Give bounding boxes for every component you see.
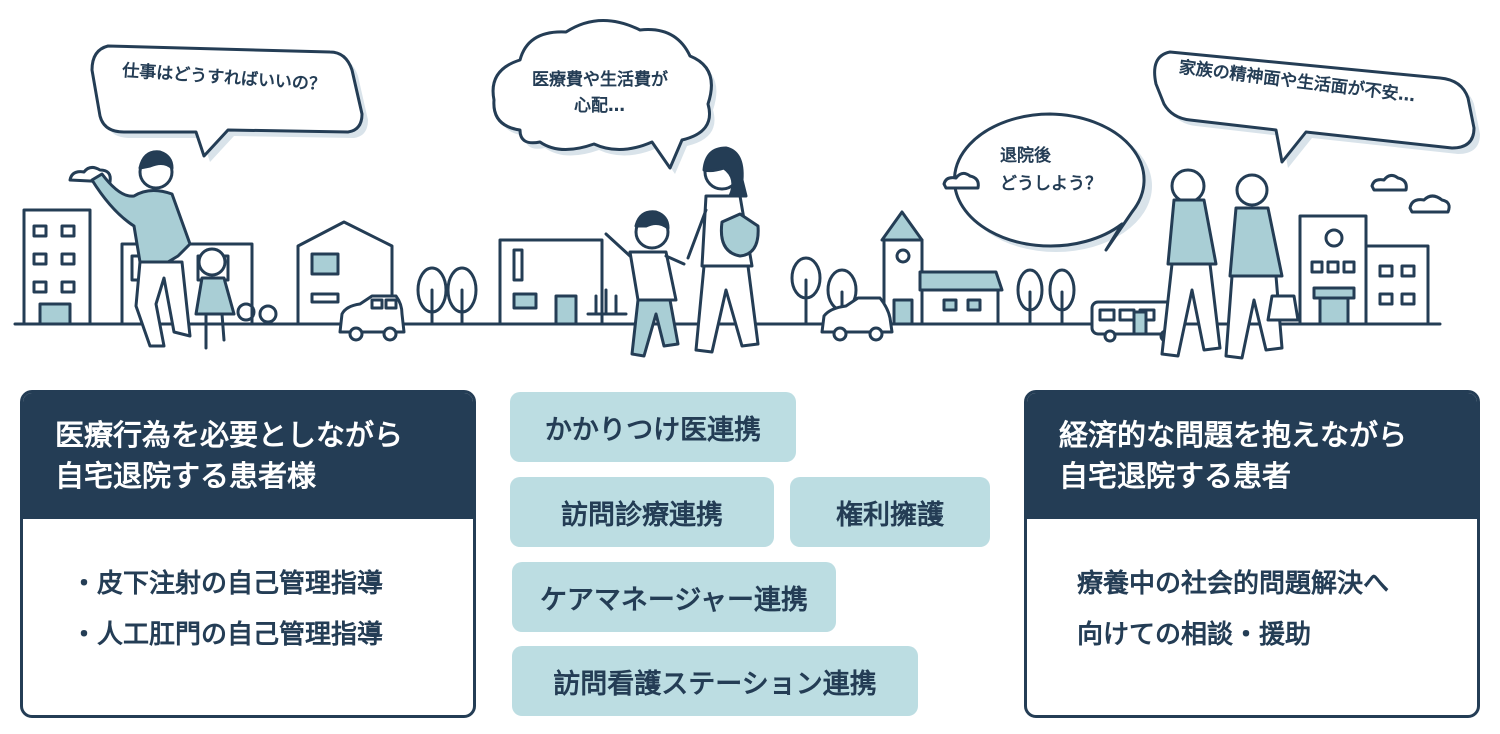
trees-pair-right [1016,268,1076,326]
car-left [338,294,406,342]
left-panel-item: ・皮下注射の自己管理指導 [71,569,384,599]
bubble-text-costs-line1: 医療費や生活費が [532,70,668,90]
speech-bubble-costs [491,19,717,174]
boy-figure [604,210,686,358]
house-teal-roof [918,270,1004,326]
tag-home-visit-medical: 訪問診療連携 [510,477,774,547]
bubble-text-after-line2: どうしよう？ [1000,174,1102,194]
tag-care-manager: ケアマネージャー連携 [512,562,836,632]
right-panel-title-line2: 自宅退院する患者 [1059,459,1292,494]
left-patient-panel: 医療行為を必要としながら 自宅退院する患者様 ・皮下注射の自己管理指導 ・人工肛… [20,390,476,718]
bubble-text-after-line1: 退院後 [1000,146,1051,166]
trees-pair-left [416,266,478,326]
right-panel-body-line2: 向けての相談・援助 [1077,619,1312,650]
left-panel-header: 医療行為を必要としながら 自宅退院する患者様 [23,393,473,519]
building-center [498,238,628,326]
speech-bubble-after-discharge [953,112,1152,252]
speech-bubble-work [90,44,368,162]
apartment-building-left [22,208,92,326]
right-panel-title-line1: 経済的な問題を抱えながら [1059,418,1408,452]
tag-rights-advocacy: 権利擁護 [790,477,990,547]
bus [1090,300,1184,343]
elderly-woman-figure [1224,173,1300,360]
car-mid [820,296,894,342]
father-figure [90,150,192,348]
street-illustration [13,19,1480,360]
left-panel-item: ・人工肛門の自己管理指導 [71,619,384,650]
left-panel-title-line1: 医療行為を必要としながら [55,418,404,452]
school-building-right [1298,214,1430,326]
right-panel-body: 療養中の社会的問題解決へ 向けての相談・援助 [1027,519,1477,660]
right-panel-body-line1: 療養中の社会的問題解決へ [1077,569,1390,599]
left-panel-title-line2: 自宅退院する患者様 [55,459,317,494]
tag-home-nursing-station: 訪問看護ステーション連携 [512,646,918,716]
right-patient-panel: 経済的な問題を抱えながら 自宅退院する患者 療養中の社会的問題解決へ 向けての相… [1024,390,1480,718]
mother-figure [686,146,760,354]
girl-figure [194,247,278,350]
small-clouds [68,165,1451,214]
elderly-man-figure [1160,168,1222,358]
left-panel-body: ・皮下注射の自己管理指導 ・人工肛門の自己管理指導 [23,519,473,660]
bubble-text-costs-line2: 心配… [574,96,625,116]
clock-tower [880,210,924,326]
right-panel-header: 経済的な問題を抱えながら 自宅退院する患者 [1027,393,1477,519]
tag-family-doctor: かかりつけ医連携 [510,392,796,462]
speech-bubble-family [1153,50,1480,168]
